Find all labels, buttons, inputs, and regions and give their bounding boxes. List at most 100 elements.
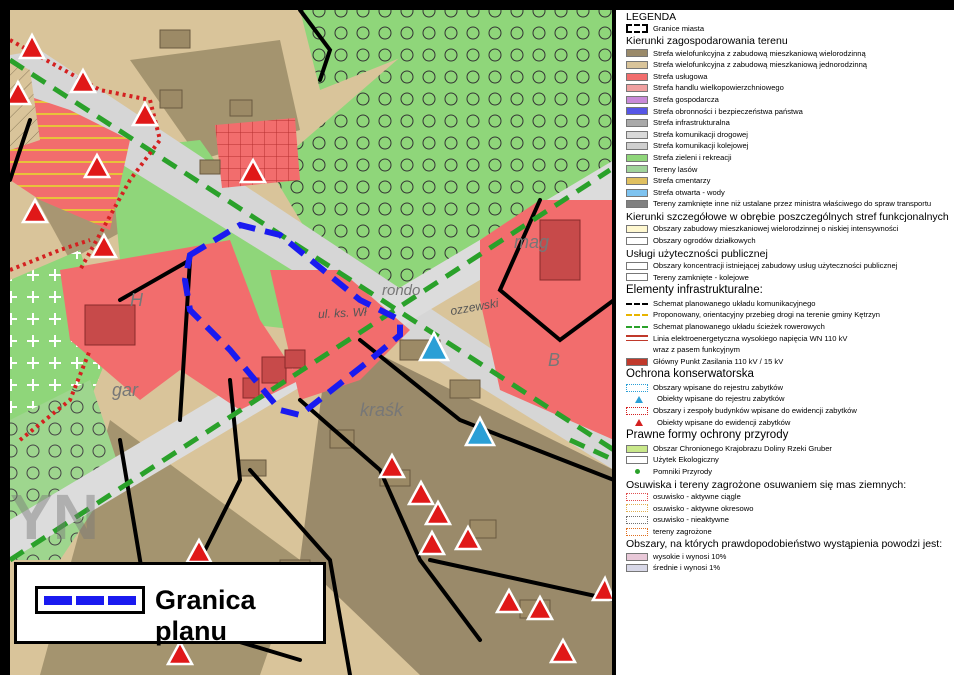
legend-row-flood: wysokie i wynosi 10%	[626, 551, 954, 563]
legend-swatch-icon	[626, 492, 648, 501]
legend-swatch-icon	[635, 418, 643, 426]
map-label-krask: kraśk	[360, 400, 404, 420]
legend-swatch-icon	[626, 273, 648, 282]
legend-swatch-icon	[626, 515, 648, 524]
map-label-rondo: rondo	[382, 282, 421, 299]
legend-flood-list: wysokie i wynosi 10%średnie i wynosi 1%	[618, 551, 954, 574]
legend-swatch-icon	[626, 84, 648, 93]
plan-boundary-line	[181, 221, 403, 419]
map-canvas[interactable]: H gar rondo mag B kraśk YN ul. ks. Wł oz…	[0, 0, 614, 675]
legend-row-flood: średnie i wynosi 1%	[626, 562, 954, 574]
frame-top	[0, 0, 954, 10]
legend-swatch-icon	[626, 95, 648, 104]
legend-swatch-icon	[626, 153, 648, 162]
legend-row-land_use: Strefa wielofunkcyjna z zabudową mieszka…	[626, 48, 954, 60]
legend-row-land_use: Tereny lasów	[626, 164, 954, 176]
legend-infra-list: Schemat planowanego układu komunikacyjne…	[618, 298, 954, 368]
legend-row-detailed: Obszary zabudowy mieszkaniowej wielorodz…	[626, 223, 954, 235]
plan-boundary-dash-icon	[35, 586, 145, 614]
legend-swatch-icon	[626, 225, 648, 234]
legend-section-utilities: Usługi użyteczności publicznej	[626, 247, 768, 260]
legend-swatch-icon	[626, 60, 648, 69]
legend-row-land_use: Strefa komunikacji kolejowej	[626, 140, 954, 152]
legend-section-land-use: Kierunki zagospodarowania terenu	[626, 35, 788, 48]
city-limits-icon	[626, 23, 648, 33]
legend-swatch-icon	[626, 188, 648, 197]
legend-row-landslides: osuwisko - aktywne ciągle	[626, 491, 954, 503]
map-label-h: H	[130, 290, 143, 310]
legend-row-utilities: Obszary koncentracji istniejącej zabudow…	[626, 260, 954, 272]
plan-boundary-key: Granica planu	[14, 562, 326, 646]
legend-row-landslides: osuwisko - nieaktywne	[626, 514, 954, 526]
legend-row-land_use: Strefa gospodarcza	[626, 94, 954, 106]
legend-nature-list: Obszar Chronionego Krajobrazu Doliny Rze…	[618, 443, 954, 478]
legend-swatch-icon	[626, 406, 648, 415]
legend-row-landslides: osuwisko - aktywne okresowo	[626, 503, 954, 515]
legend-row-infra: Linia elektroenergetyczna wysokiego napi…	[626, 333, 954, 345]
legend-section-landslides: Osuwiska i tereny zagrożone osuwaniem si…	[626, 478, 907, 491]
legend-swatch-icon	[626, 527, 648, 536]
legend-swatch-icon	[626, 261, 648, 270]
legend-utilities-list: Obszary koncentracji istniejącej zabudow…	[618, 260, 954, 283]
legend-row-land_use: Strefa obronności i bezpieczeństwa państ…	[626, 106, 954, 118]
legend-row-infra: Główny Punkt Zasilania 110 kV / 15 kV	[626, 356, 954, 368]
frame-left	[0, 0, 10, 675]
legend-row-infra: Proponowany, orientacyjny przebieg drogi…	[626, 309, 954, 321]
legend-row-utilities: Tereny zamknięte - kolejowe	[626, 272, 954, 284]
legend-swatch-icon	[635, 395, 643, 403]
legend-section-flood: Obszary, na których prawdopodobieństwo w…	[626, 538, 943, 551]
legend-row-land_use: Strefa zieleni i rekreacji	[626, 152, 954, 164]
legend-swatch-icon	[626, 165, 648, 174]
legend-swatch-icon	[626, 142, 648, 151]
legend-swatch-icon	[626, 444, 648, 453]
legend-swatch-icon	[626, 552, 648, 561]
legend-row-detailed: Obszary ogrodów działkowych	[626, 235, 954, 247]
legend-swatch-icon	[626, 107, 648, 116]
legend-swatch-icon	[626, 49, 648, 58]
legend-swatch-icon	[626, 325, 648, 328]
plan-boundary-label: Granica planu	[155, 585, 256, 646]
legend-swatch-icon	[626, 357, 648, 366]
legend-row-infra: wraz z pasem funkcyjnym	[626, 344, 954, 356]
legend-title: LEGENDA	[626, 11, 677, 23]
legend-land-use-list: Strefa wielofunkcyjna z zabudową mieszka…	[618, 48, 954, 210]
legend-row-land_use: Strefa usługowa	[626, 71, 954, 83]
legend-row-nature: Obszar Chronionego Krajobrazu Doliny Rze…	[626, 443, 954, 455]
legend-section-heritage: Ochrona konserwatorska	[626, 368, 754, 381]
legend-swatch-icon	[626, 456, 648, 465]
legend-swatch-icon	[635, 469, 640, 475]
legend-row-land_use: Strefa komunikacji drogowej	[626, 129, 954, 141]
street-label: ul. ks. Wł	[317, 304, 368, 322]
legend-row-city-limits: Granice miasta	[626, 23, 954, 35]
legend-row-heritage: Obiekty wpisane do rejestru zabytków	[626, 393, 954, 405]
map-label-mag: mag	[514, 232, 550, 252]
legend-swatch-icon	[626, 302, 648, 305]
legend-detailed-list: Obszary zabudowy mieszkaniowej wielorodz…	[618, 223, 954, 246]
legend-swatch-icon	[626, 72, 648, 81]
legend-row-landslides: tereny zagrożone	[626, 526, 954, 538]
legend-row-land_use: Strefa handlu wielkopowierzchniowego	[626, 82, 954, 94]
map-label-gar: gar	[112, 380, 139, 400]
legend-swatch-icon	[626, 564, 648, 573]
legend-row-heritage: Obszary wpisane do rejestru zabytków	[626, 382, 954, 394]
legend-swatch-icon	[626, 383, 648, 392]
legend-row-land_use: Strefa infrastrukturalna	[626, 117, 954, 129]
legend-swatch-icon	[626, 504, 648, 513]
legend-panel: LEGENDA Granice miasta Kierunki zagospod…	[618, 10, 954, 675]
legend-swatch-icon	[626, 118, 648, 127]
legend-divider	[612, 0, 616, 675]
map-label-b: B	[548, 350, 561, 370]
legend-swatch-icon	[626, 200, 648, 209]
legend-swatch-icon	[626, 346, 648, 354]
legend-row-nature: Użytek Ekologiczny	[626, 454, 954, 466]
legend-row-land_use: Tereny zamknięte inne niż ustalane przez…	[626, 198, 954, 210]
legend-row-land_use: Strefa cmentarzy	[626, 175, 954, 187]
legend-section-infra: Elementy infrastrukturalne:	[626, 284, 763, 297]
legend-row-infra: Schemat planowanego układu ścieżek rower…	[626, 321, 954, 333]
legend-swatch-icon	[626, 236, 648, 245]
legend-row-heritage: Obiekty wpisane do ewidencji zabytków	[626, 417, 954, 429]
legend-row-land_use: Strefa wielofunkcyjna z zabudową mieszka…	[626, 59, 954, 71]
legend-swatch-icon	[626, 176, 648, 185]
